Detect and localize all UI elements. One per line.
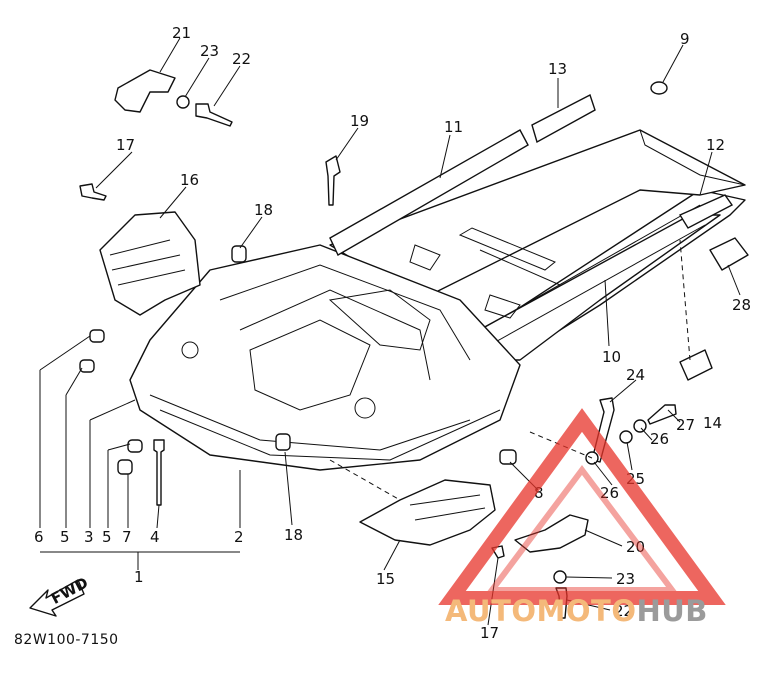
part-code: 82W100-7150	[14, 632, 119, 648]
callout-12: 12	[706, 136, 725, 154]
leader-lines	[39, 37, 741, 626]
part-28-grommet	[709, 237, 749, 271]
callout-1: 1	[134, 568, 144, 586]
callout-22-lower: 22	[614, 602, 633, 620]
callout-17-lower: 17	[480, 624, 499, 642]
callout-14: 14	[703, 414, 722, 432]
part-15-cover	[359, 479, 496, 546]
part-22-bolt	[195, 103, 233, 127]
callout-21: 21	[172, 24, 191, 42]
callout-20: 20	[626, 538, 645, 556]
main-frame	[129, 129, 746, 471]
callout-9: 9	[680, 30, 690, 48]
part-5-rubber-lower	[127, 439, 143, 453]
part-13-strip	[531, 94, 596, 144]
part-27-bolt	[647, 404, 677, 425]
callout-2: 2	[234, 528, 244, 546]
callout-5-left: 5	[60, 528, 70, 546]
callout-26-left: 26	[600, 484, 619, 502]
watermark-text-b: HUB	[636, 594, 708, 628]
part-7-rubber	[117, 459, 133, 475]
callout-3: 3	[84, 528, 94, 546]
callout-10: 10	[602, 348, 621, 366]
callout-16: 16	[180, 171, 199, 189]
part-16-cover	[99, 211, 201, 316]
part-26-washer-right	[633, 419, 647, 433]
watermark-logo-text: AUTOMOTOHUB	[445, 594, 708, 628]
callout-27: 27	[676, 416, 695, 434]
watermark-text-a: AUTOMOTO	[445, 594, 637, 628]
part-5-rubber-upper	[79, 359, 95, 373]
callout-5-right: 5	[102, 528, 112, 546]
callout-13: 13	[548, 60, 567, 78]
part-23-washer-lower	[553, 570, 567, 584]
callout-18-top: 18	[254, 201, 273, 219]
part-19-pin	[325, 155, 341, 206]
watermark-triangle-logo	[438, 408, 726, 605]
callout-24: 24	[626, 366, 645, 384]
callout-19: 19	[350, 112, 369, 130]
callout-23: 23	[200, 42, 219, 60]
callout-17-top: 17	[116, 136, 135, 154]
callout-8: 8	[534, 484, 544, 502]
part-4-pin	[153, 439, 165, 506]
callout-6: 6	[34, 528, 44, 546]
callout-4: 4	[150, 528, 160, 546]
svg-text:FWD: FWD	[48, 574, 91, 608]
callout-23-lower: 23	[616, 570, 635, 588]
part-18-bushing-top	[231, 245, 247, 263]
callout-26-right: 26	[650, 430, 669, 448]
part-25-nut	[619, 430, 633, 444]
callout-11: 11	[444, 118, 463, 136]
callout-18-bottom: 18	[284, 526, 303, 544]
callout-28: 28	[732, 296, 751, 314]
callout-15: 15	[376, 570, 395, 588]
part-8-grommet	[499, 449, 517, 465]
part-21-bracket	[114, 69, 176, 113]
part-6-rubber	[89, 329, 105, 343]
callout-22: 22	[232, 50, 251, 68]
callout-7: 7	[122, 528, 132, 546]
part-9-cap	[650, 81, 668, 95]
fwd-arrow-icon: FWD	[29, 574, 91, 617]
callout-labels: 21 23 22 9 13 17 16 19 11 12 18 28 10 14…	[34, 24, 751, 642]
part-14-pad	[679, 349, 713, 381]
part-17-bolt-top	[79, 183, 107, 201]
part-18-bushing-bottom	[275, 433, 291, 451]
part-11-strip	[329, 129, 529, 256]
part-23-washer	[176, 95, 190, 109]
part-20-bracket	[514, 514, 589, 553]
part-12-strip	[678, 194, 734, 229]
